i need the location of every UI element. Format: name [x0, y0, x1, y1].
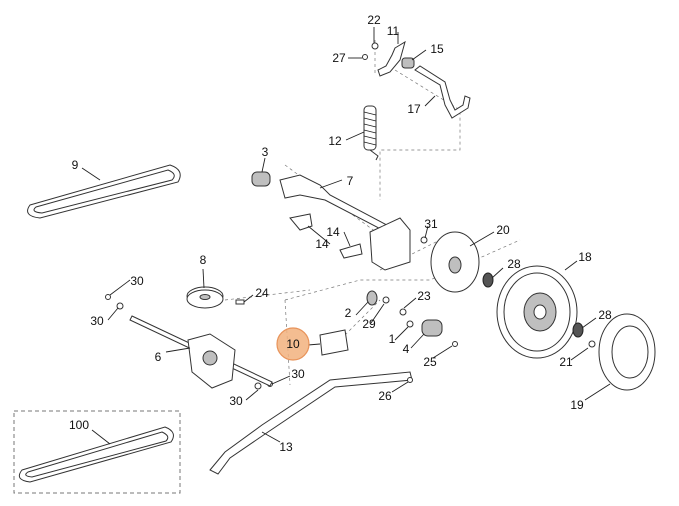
label-30-right-lower: 30 [229, 394, 243, 408]
part-22-washer[interactable] [371, 42, 379, 50]
part-9-belt[interactable] [27, 164, 181, 219]
label-30-right-upper: 30 [291, 367, 305, 381]
label-29: 29 [362, 317, 376, 331]
label-20: 20 [496, 223, 510, 237]
label-22: 22 [367, 13, 381, 27]
label-15: 15 [430, 42, 444, 56]
part-4-gear[interactable] [421, 319, 443, 337]
part-11-bracket[interactable] [377, 40, 406, 77]
label-30-left-upper: 30 [130, 274, 144, 288]
label-24: 24 [255, 286, 269, 300]
label-14-upper: 14 [326, 225, 340, 239]
label-27: 27 [332, 51, 346, 65]
leader-lines [81, 27, 611, 445]
part-26-pin[interactable] [407, 377, 413, 383]
label-12: 12 [328, 134, 342, 148]
part-10-plate[interactable] [319, 329, 349, 356]
part-20-hub-plate[interactable] [430, 231, 480, 293]
label-7: 7 [347, 174, 354, 188]
label-26: 26 [378, 389, 392, 403]
label-6: 6 [155, 350, 162, 364]
label-30-left-lower: 30 [90, 314, 104, 328]
label-10: 10 [286, 337, 300, 351]
label-1: 1 [389, 332, 396, 346]
label-3: 3 [262, 145, 269, 159]
part-21-washer[interactable] [588, 340, 596, 348]
part-10-highlight [276, 327, 310, 361]
label-13: 13 [279, 440, 293, 454]
label-2: 2 [345, 306, 352, 320]
part-31-pin[interactable] [420, 236, 428, 244]
label-14-lower: 14 [315, 237, 329, 251]
part-19-hubcap[interactable] [598, 313, 656, 391]
label-9: 9 [72, 158, 79, 172]
part-100-belt-kit[interactable] [13, 410, 181, 494]
part-24-key[interactable] [235, 299, 245, 305]
part-2-washer[interactable] [366, 290, 378, 306]
label-31: 31 [424, 217, 438, 231]
label-4: 4 [403, 342, 410, 356]
part-28-bearing-inner[interactable] [482, 272, 494, 288]
label-25: 25 [423, 355, 437, 369]
part-1-washer[interactable] [406, 320, 414, 328]
label-8: 8 [200, 253, 207, 267]
part-7-gear-housing[interactable] [369, 217, 411, 271]
part-27-clip[interactable] [362, 54, 368, 60]
label-28-outer: 28 [598, 308, 612, 322]
label-11: 11 [387, 24, 400, 38]
label-100: 100 [69, 418, 89, 432]
part-12-spring[interactable] [363, 105, 379, 161]
part-14-clips[interactable] [289, 213, 363, 259]
part-8-pulley[interactable] [186, 286, 224, 309]
label-21: 21 [559, 355, 573, 369]
part-29-clip[interactable] [382, 296, 390, 304]
part-17-control-rod[interactable] [414, 65, 471, 119]
part-23-washer[interactable] [399, 308, 407, 316]
assembly-guide-lines [224, 40, 521, 386]
label-28-inner: 28 [507, 257, 521, 271]
part-6-gearbox[interactable] [187, 333, 236, 389]
label-18: 18 [578, 250, 592, 264]
part-18-wheel[interactable] [496, 265, 578, 359]
part-15-knob[interactable] [401, 57, 415, 69]
part-labels: 22 11 27 15 17 12 9 3 7 14 14 31 20 8 28… [69, 13, 612, 454]
part-3-bushing[interactable] [251, 171, 271, 187]
label-17: 17 [407, 102, 421, 116]
label-19: 19 [570, 398, 584, 412]
part-28-bearing-outer[interactable] [572, 322, 584, 338]
label-23: 23 [417, 289, 431, 303]
part-13-lever[interactable] [209, 371, 413, 475]
part-25-pin[interactable] [452, 341, 458, 347]
